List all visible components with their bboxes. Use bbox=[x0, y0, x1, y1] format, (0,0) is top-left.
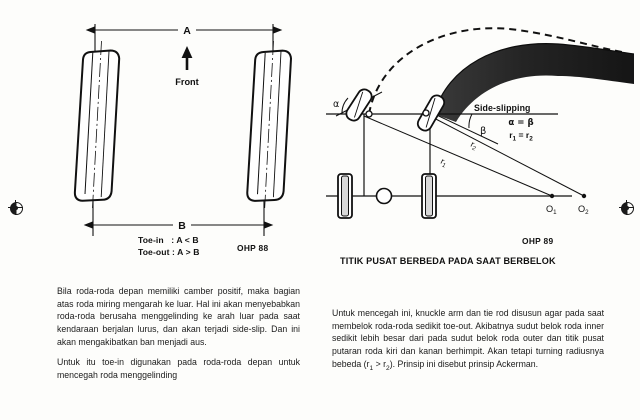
sub-r1: 1 bbox=[369, 364, 374, 372]
toe-diagram-svg: A Front bbox=[73, 24, 292, 236]
rear-left-wheel bbox=[337, 173, 353, 219]
angle-alpha-label: α bbox=[333, 99, 339, 110]
equation-alpha-beta: α = β bbox=[508, 118, 534, 128]
left-front-wheel bbox=[345, 88, 373, 122]
body-text-right-column: Untuk mencegah ini, knuckle arm dan tie … bbox=[332, 307, 604, 373]
figure-caption: TITIK PUSAT BERBEDA PADA SAAT BERBELOK bbox=[340, 256, 556, 266]
radius-r1-label: r1 bbox=[438, 156, 450, 170]
paragraph-right-1-b: > r bbox=[373, 358, 387, 369]
side-slipping-label: Side-slipping bbox=[474, 103, 531, 113]
paragraph-left-2: Untuk itu toe-in digunakan pada roda-rod… bbox=[57, 357, 300, 380]
left-kingpin-joint bbox=[365, 110, 373, 118]
body-text-left-column: Bila roda-roda depan memiliki camber pos… bbox=[57, 285, 300, 381]
centre-o2-label: O2 bbox=[578, 204, 589, 216]
left-tire bbox=[73, 40, 121, 209]
figure-turning-centres: α β bbox=[322, 6, 634, 232]
side-slip-shaded-band bbox=[434, 43, 634, 122]
front-arrow-label: Front bbox=[175, 77, 198, 87]
paragraph-right-1: Untuk mencegah ini, knuckle arm dan tie … bbox=[332, 307, 604, 373]
radius-r2-line bbox=[429, 115, 585, 197]
registration-mark-icon bbox=[619, 200, 634, 215]
right-front-wheel bbox=[416, 94, 446, 132]
dimension-b-label: B bbox=[178, 220, 186, 232]
intended-path-arc bbox=[368, 27, 623, 115]
paragraph-left-1: Bila roda-roda depan memiliki camber pos… bbox=[57, 286, 300, 347]
differential-icon bbox=[375, 187, 393, 205]
paragraph-right-1-c: ). Prinsip ini disebut prinsip Ackerman. bbox=[389, 358, 539, 369]
sub-r2: 2 bbox=[386, 364, 390, 372]
figure-toe-in-toe-out: A Front bbox=[10, 8, 320, 258]
centre-o2-point bbox=[581, 193, 587, 199]
right-kingpin-joint bbox=[422, 109, 430, 117]
toe-legend-text: Toe-in : A < B Toe-out : A > B bbox=[138, 235, 200, 258]
angle-beta-label: β bbox=[480, 126, 486, 137]
dimension-a-label: A bbox=[183, 25, 191, 37]
registration-mark-icon bbox=[8, 200, 23, 215]
right-tire bbox=[246, 40, 292, 209]
paragraph-right-1-a: Untuk mencegah ini, knuckle arm dan tie … bbox=[332, 308, 604, 369]
radius-r2-label: r2 bbox=[468, 139, 480, 153]
ohp-89-label: OHP 89 bbox=[522, 236, 554, 246]
radius-r1-line bbox=[363, 115, 553, 197]
turning-diagram-svg: α β bbox=[326, 27, 634, 219]
equation-radii: r1 = r2 bbox=[509, 130, 533, 143]
ohp-88-label: OHP 88 bbox=[237, 243, 269, 253]
rear-right-wheel bbox=[421, 173, 437, 219]
centre-o1-point bbox=[549, 193, 555, 199]
centre-o1-label: O1 bbox=[546, 204, 557, 216]
